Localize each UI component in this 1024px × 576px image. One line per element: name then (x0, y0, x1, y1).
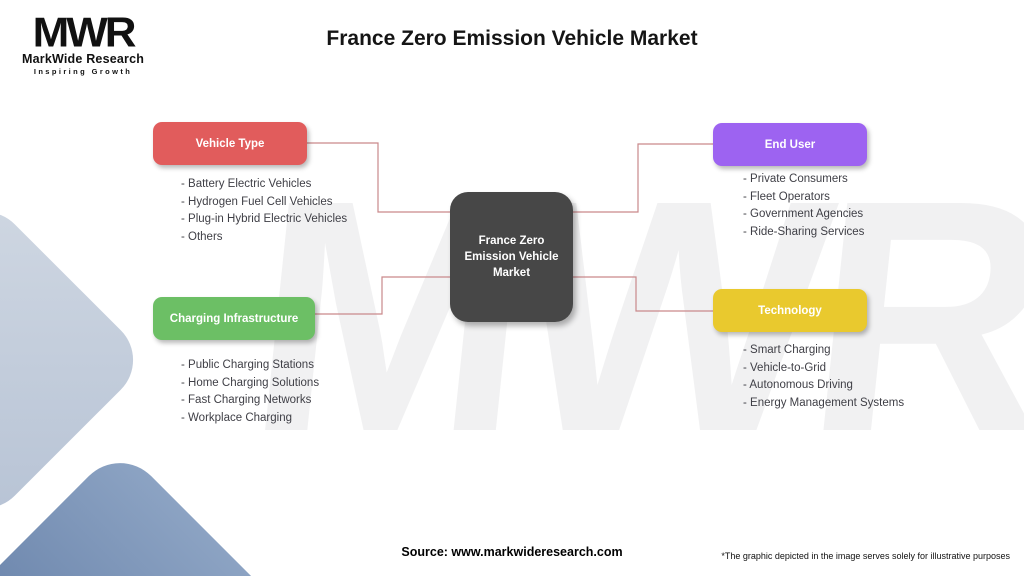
list-item: - Public Charging Stations (181, 359, 314, 371)
list-item: - Ride-Sharing Services (743, 225, 865, 238)
branch-box-end-user: End User (713, 123, 867, 166)
page-title: France Zero Emission Vehicle Market (326, 27, 698, 50)
list-item: - Hydrogen Fuel Cell Vehicles (181, 195, 333, 208)
list-item: - Energy Management Systems (743, 396, 905, 409)
list-item: - Battery Electric Vehicles (181, 178, 312, 190)
list-item: - Others (181, 230, 223, 243)
list-vehicle-type: - Battery Electric Vehicles - Hydrogen F… (181, 176, 347, 246)
list-item: - Fast Charging Networks (181, 394, 312, 406)
list-item: - Workplace Charging (181, 411, 293, 424)
logo-name: MarkWide Research (22, 52, 145, 66)
list-charging-infrastructure: - Public Charging Stations - Home Chargi… (181, 357, 319, 427)
list-item: - Home Charging Solutions (181, 376, 320, 389)
list-item: - Government Agencies (743, 208, 864, 220)
source-text: Source: www.markwideresearch.com (401, 545, 623, 559)
logo-acronym: MWR (32, 9, 137, 56)
list-item: - Plug-in Hybrid Electric Vehicles (181, 213, 348, 225)
branch-box-vehicle-type: Vehicle Type (153, 122, 307, 165)
central-node: France Zero Emission Vehicle Market (450, 192, 573, 322)
list-item: - Fleet Operators (743, 190, 830, 203)
branch-box-technology: Technology (713, 289, 867, 332)
list-item: - Smart Charging (743, 344, 831, 356)
markwide-research-logo: MWR MarkWide Research Inspiring Growth (22, 10, 144, 76)
list-item: - Autonomous Driving (743, 379, 853, 391)
list-technology: - Smart Charging - Vehicle-to-Grid - Aut… (743, 342, 904, 412)
background-watermark: MWR (235, 131, 1024, 500)
list-item: - Vehicle-to-Grid (743, 361, 827, 374)
logo-tagline: Inspiring Growth (33, 67, 133, 76)
list-item: - Private Consumers (743, 173, 848, 185)
list-end-user: - Private Consumers - Fleet Operators - … (743, 171, 864, 241)
branch-box-charging-infrastructure: Charging Infrastructure (153, 297, 315, 340)
disclaimer-text: *The graphic depicted in the image serve… (721, 551, 1010, 561)
